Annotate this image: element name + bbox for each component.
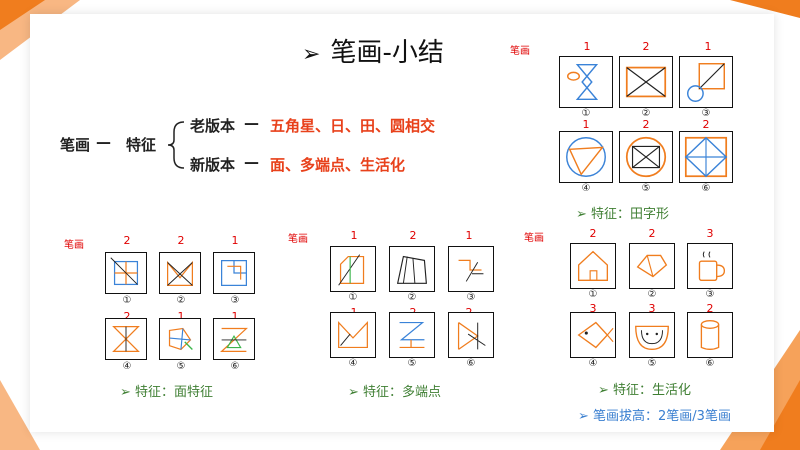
stroke-count: 3 (706, 227, 714, 240)
figure-roll-icon (687, 312, 733, 358)
figure-crown-icon (159, 252, 201, 294)
figure-index: ④ (581, 183, 591, 194)
stroke-label: 笔画 (64, 240, 84, 251)
figure-index: ③ (701, 108, 711, 119)
corner-decoration-top-right (730, 0, 800, 18)
stroke-upgrade-caption: ➢ 笔画拔高：2笔画/3笔画 (578, 409, 731, 424)
stroke-count: 1 (582, 118, 590, 131)
stroke-label: 笔画 (510, 46, 530, 57)
stroke-count: 3 (589, 302, 597, 315)
stroke-count: 2 (648, 227, 656, 240)
figure-index: ④ (348, 358, 358, 369)
mindmap-node: 特征 (126, 136, 157, 154)
feature-caption: ➢ 特征：面特征 (120, 385, 214, 400)
figure-index: ② (407, 292, 417, 303)
stroke-count: 2 (642, 118, 650, 131)
stroke-count: 1 (704, 40, 712, 53)
figure-stair-squares-icon (213, 252, 255, 294)
figure-index: ④ (588, 358, 598, 369)
figure-index: ② (641, 108, 651, 119)
figure-index: ⑤ (647, 358, 657, 369)
figure-arrow-square-icon (213, 318, 255, 360)
mindmap-new-label: 新版本 (190, 156, 236, 174)
figure-watermelon-icon (629, 312, 675, 358)
stroke-label: 笔画 (524, 233, 544, 244)
figure-index: ⑥ (701, 183, 711, 194)
figure-index: ① (122, 295, 132, 306)
stroke-count: 2 (589, 227, 597, 240)
figure-index: ③ (230, 295, 240, 306)
feature-caption: ➢ 特征：田字形 (576, 207, 670, 222)
figure-index: ⑥ (466, 358, 476, 369)
figure-diamond-icon (679, 131, 733, 183)
corner-decoration-bottom-left (0, 380, 40, 450)
figure-w-shape-icon (330, 312, 376, 358)
stroke-count: 1 (465, 229, 473, 242)
figure-index: ② (647, 289, 657, 300)
mindmap-old-items: 五角星、日、田、圆相交 (270, 117, 436, 135)
figure-house-icon (570, 243, 616, 289)
figure-cap-icon (629, 243, 675, 289)
figure-parallelogram-icon (389, 246, 435, 292)
title-text: 笔画-小结 (330, 38, 444, 68)
figure-index: ① (348, 292, 358, 303)
feature-caption: ➢ 特征：生活化 (598, 383, 692, 398)
figure-square-circle-icon (679, 56, 733, 108)
figure-z-shape-icon (389, 312, 435, 358)
page-title: ➢ 笔画-小结 (302, 32, 444, 69)
stroke-count: 1 (231, 310, 239, 323)
figure-index: ④ (122, 361, 132, 372)
figure-index: ③ (705, 289, 715, 300)
figure-envelope-icon (619, 56, 673, 108)
figure-index: ⑤ (176, 361, 186, 372)
title-arrow-icon: ➢ (302, 42, 321, 67)
mindmap-new-dash: — (244, 153, 259, 171)
figure-index: ⑥ (705, 358, 715, 369)
figure-bowtie-icon (105, 318, 147, 360)
mindmap-old-dash: — (244, 114, 259, 132)
figure-flag-icon (448, 312, 494, 358)
mindmap-dash: — (96, 133, 111, 151)
figure-zigzag-icon (448, 246, 494, 292)
stroke-count: 2 (409, 229, 417, 242)
stroke-count: 2 (642, 40, 650, 53)
stroke-count: 1 (231, 234, 239, 247)
stroke-count: 2 (706, 302, 714, 315)
mindmap-brace (167, 121, 185, 169)
figure-index: ⑤ (641, 183, 651, 194)
stroke-label: 笔画 (288, 234, 308, 245)
stroke-count: 3 (648, 302, 656, 315)
figure-hourglass-icon (559, 56, 613, 108)
figure-index: ⑤ (407, 358, 417, 369)
mindmap-new-items: 面、多端点、生活化 (270, 156, 406, 174)
figure-slash-square-icon (330, 246, 376, 292)
figure-index: ① (581, 108, 591, 119)
figure-index: ① (588, 289, 598, 300)
stroke-count: 2 (123, 234, 131, 247)
mindmap-old-label: 老版本 (190, 117, 236, 135)
feature-caption: ➢ 特征：多端点 (348, 385, 442, 400)
stroke-count: 2 (177, 234, 185, 247)
stroke-count: 2 (702, 118, 710, 131)
figure-circle-triangle-icon (559, 131, 613, 183)
figure-pinwheel-icon (159, 318, 201, 360)
mindmap-root: 笔画 (60, 136, 91, 154)
figure-index: ③ (466, 292, 476, 303)
figure-index: ⑥ (230, 361, 240, 372)
figure-nested-squares-icon (105, 252, 147, 294)
stroke-count: 2 (123, 310, 131, 323)
stroke-count: 1 (583, 40, 591, 53)
slide: ➢ 笔画-小结 笔画 — 特征 老版本 — 五角星、日、田、圆相交 新版本 — 面… (30, 14, 774, 432)
figure-cup-icon (687, 243, 733, 289)
figure-index: ② (176, 295, 186, 306)
stroke-count: 1 (177, 310, 185, 323)
stroke-count: 1 (350, 229, 358, 242)
figure-circle-envelope-icon (619, 131, 673, 183)
figure-fish-icon (570, 312, 616, 358)
